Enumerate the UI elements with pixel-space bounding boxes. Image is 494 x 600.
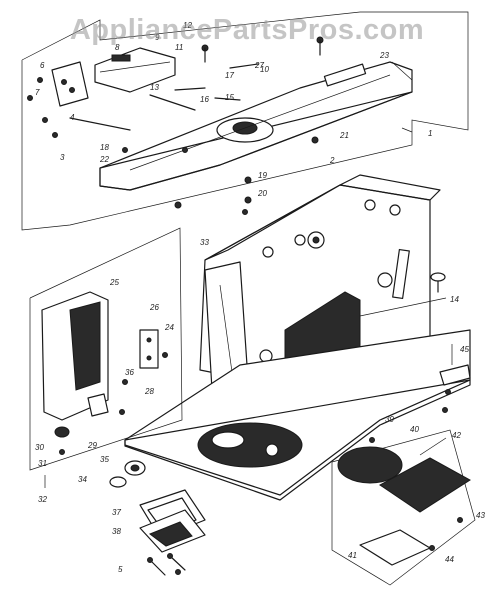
callout-37: 37	[112, 508, 121, 517]
callout-labels: 1 2 3 4 5 6 7 8 9 10 11 12 13 14 15 16 1…	[35, 21, 485, 574]
callout-14: 14	[450, 295, 459, 304]
callout-8: 8	[115, 43, 120, 52]
callout-31: 31	[38, 459, 47, 468]
callout-1: 1	[428, 129, 432, 138]
callout-15: 15	[225, 93, 234, 102]
callout-10: 10	[260, 65, 269, 74]
callout-32: 32	[38, 495, 47, 504]
callout-22: 22	[99, 155, 109, 164]
callout-28: 28	[144, 387, 154, 396]
callout-30: 30	[35, 443, 44, 452]
callout-9: 9	[155, 33, 160, 42]
callout-38: 38	[112, 527, 121, 536]
callout-40: 40	[410, 425, 419, 434]
callout-13: 13	[150, 83, 159, 92]
callout-3: 3	[60, 153, 65, 162]
callout-36: 36	[125, 368, 134, 377]
callout-43: 43	[476, 511, 485, 520]
callout-20: 20	[257, 189, 267, 198]
face-plate-assembly	[29, 227, 183, 471]
callout-5: 5	[118, 565, 123, 574]
callout-24: 24	[164, 323, 174, 332]
callout-41: 41	[348, 551, 357, 560]
callout-16: 16	[200, 95, 209, 104]
base-plate	[124, 329, 471, 501]
callout-17: 17	[225, 71, 234, 80]
callout-23: 23	[379, 51, 389, 60]
callout-34: 34	[78, 475, 87, 484]
callout-7: 7	[35, 88, 40, 97]
callout-45: 45	[460, 345, 469, 354]
callout-6: 6	[40, 61, 45, 70]
callout-21: 21	[339, 131, 349, 140]
callout-27: 27	[254, 61, 264, 70]
callout-39: 39	[385, 415, 394, 424]
upper-cover-assembly	[21, 11, 469, 231]
callout-44: 44	[445, 555, 454, 564]
callout-25: 25	[109, 278, 119, 287]
callout-33: 33	[200, 238, 209, 247]
callout-42: 42	[452, 431, 461, 440]
callout-4: 4	[70, 113, 75, 122]
bottom-plate-assembly	[331, 429, 476, 586]
lower-parts	[109, 460, 206, 576]
callout-35: 35	[100, 455, 109, 464]
callout-19: 19	[258, 171, 267, 180]
callout-18: 18	[100, 143, 109, 152]
callout-26: 26	[149, 303, 159, 312]
callout-12: 12	[183, 21, 192, 30]
callout-2: 2	[329, 156, 335, 165]
callout-29: 29	[87, 441, 97, 450]
callout-11: 11	[175, 43, 183, 52]
side-small-parts	[439, 364, 471, 413]
leader-lines	[44, 61, 453, 488]
